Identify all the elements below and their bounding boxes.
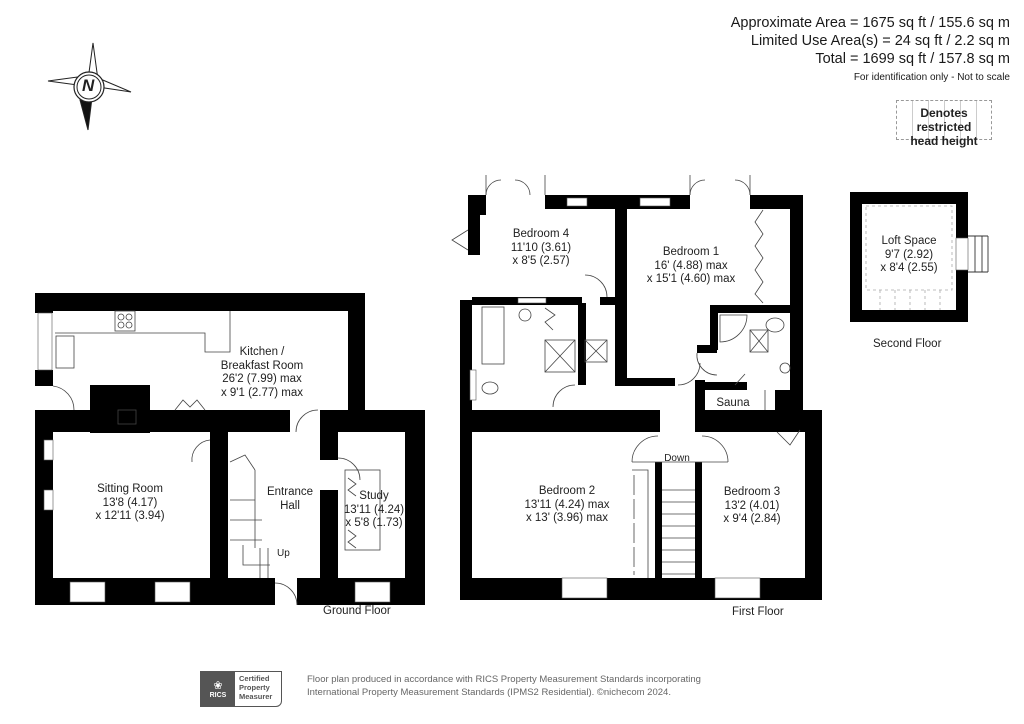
- room-bedroom-2: Bedroom 2 13'11 (4.24) max x 13' (3.96) …: [524, 485, 609, 526]
- room-dimension: 16' (4.88) max: [654, 259, 728, 272]
- ground-floor-label: Ground Floor: [323, 605, 391, 617]
- room-name: Bedroom 2: [538, 485, 596, 497]
- room-bedroom-3: Bedroom 3 13'2 (4.01) x 9'4 (2.84): [723, 486, 780, 527]
- area-summary: Approximate Area = 1675 sq ft / 155.6 sq…: [731, 14, 1010, 86]
- room-loft-space: Loft Space 9'7 (2.92) x 8'4 (2.55): [880, 235, 937, 276]
- room-dimension: x 12'11 (3.94): [95, 510, 165, 522]
- stairs-down-label: Down: [664, 453, 690, 464]
- footer-line: Floor plan produced in accordance with R…: [307, 674, 701, 685]
- room-name: Breakfast Room: [220, 359, 304, 372]
- room-kitchen: Kitchen / Breakfast Room 26'2 (7.99) max…: [221, 346, 303, 400]
- room-entrance-hall: Entrance Hall: [267, 486, 313, 513]
- room-dimension: x 9'4 (2.84): [723, 513, 781, 525]
- room-study: Study 13'11 (4.24) x 5'8 (1.73): [344, 490, 404, 531]
- legend-line2: head height: [910, 134, 978, 148]
- rics-badge-text: Certified Property Measurer: [235, 672, 281, 706]
- room-dimension: x 13' (3.96) max: [525, 512, 609, 524]
- room-dimension: x 8'4 (2.55): [880, 262, 938, 274]
- room-dimension: x 9'1 (2.77) max: [220, 386, 304, 399]
- first-floor-walls: [460, 195, 822, 600]
- room-name: Bedroom 4: [512, 228, 570, 240]
- rics-badge: ❀ RICS Certified Property Measurer: [200, 671, 282, 707]
- room-bedroom-1: Bedroom 1 16' (4.88) max x 15'1 (4.60) m…: [647, 246, 736, 287]
- room-dimension: 9'7 (2.92): [884, 248, 934, 261]
- second-floor-label: Second Floor: [873, 338, 942, 350]
- room-name: Sitting Room: [97, 483, 163, 495]
- room-dimension: 13'11 (4.24) max: [524, 498, 610, 511]
- room-name: Sauna: [716, 397, 750, 409]
- rics-logo: ❀ RICS: [201, 672, 235, 706]
- room-dimension: x 5'8 (1.73): [345, 517, 403, 529]
- room-name: Kitchen /: [239, 346, 285, 358]
- badge-line: Measurer: [239, 692, 273, 701]
- room-sauna: Sauna: [716, 397, 749, 411]
- limited-use-area: Limited Use Area(s) = 24 sq ft / 2.2 sq …: [750, 33, 1010, 49]
- approximate-area: Approximate Area = 1675 sq ft / 155.6 sq…: [730, 15, 1010, 31]
- room-name: Bedroom 3: [723, 486, 781, 498]
- room-name: Loft Space: [881, 235, 937, 247]
- room-name: Hall: [280, 499, 300, 512]
- room-dimension: 13'2 (4.01): [724, 499, 780, 512]
- room-sitting: Sitting Room 13'8 (4.17) x 12'11 (3.94): [95, 483, 164, 524]
- room-bedroom-4: Bedroom 4 11'10 (3.61) x 8'5 (2.57): [511, 228, 571, 269]
- compass-north-label: N: [82, 76, 95, 95]
- footer-note: Floor plan produced in accordance with R…: [307, 673, 701, 699]
- compass-icon: [47, 42, 132, 131]
- badge-line: Property: [239, 683, 270, 692]
- room-dimension: 26'2 (7.99) max: [222, 373, 302, 385]
- stairs-up-label: Up: [277, 548, 290, 559]
- restricted-head-height-legend: Denotes restricted head height: [896, 100, 992, 148]
- footer-line: International Property Measurement Stand…: [307, 687, 671, 698]
- rics-logo-text: RICS: [209, 692, 227, 699]
- room-name: Study: [359, 490, 389, 502]
- room-dimension: 11'10 (3.61): [510, 241, 572, 254]
- disclaimer: For identification only - Not to scale: [853, 72, 1010, 83]
- second-floor-walls: [850, 192, 968, 322]
- room-dimension: 13'8 (4.17): [102, 496, 158, 509]
- total-area: Total = 1699 sq ft / 157.8 sq m: [815, 51, 1010, 67]
- first-floor-label: First Floor: [732, 606, 784, 618]
- room-dimension: 13'11 (4.24): [343, 503, 405, 516]
- badge-line: Certified: [239, 674, 270, 683]
- room-dimension: x 15'1 (4.60) max: [646, 273, 736, 285]
- room-dimension: x 8'5 (2.57): [512, 255, 570, 267]
- rics-emblem-icon: ❀: [213, 680, 223, 692]
- room-name: Entrance: [266, 486, 314, 498]
- legend-line1: Denotes restricted: [916, 106, 972, 134]
- room-name: Bedroom 1: [662, 246, 720, 258]
